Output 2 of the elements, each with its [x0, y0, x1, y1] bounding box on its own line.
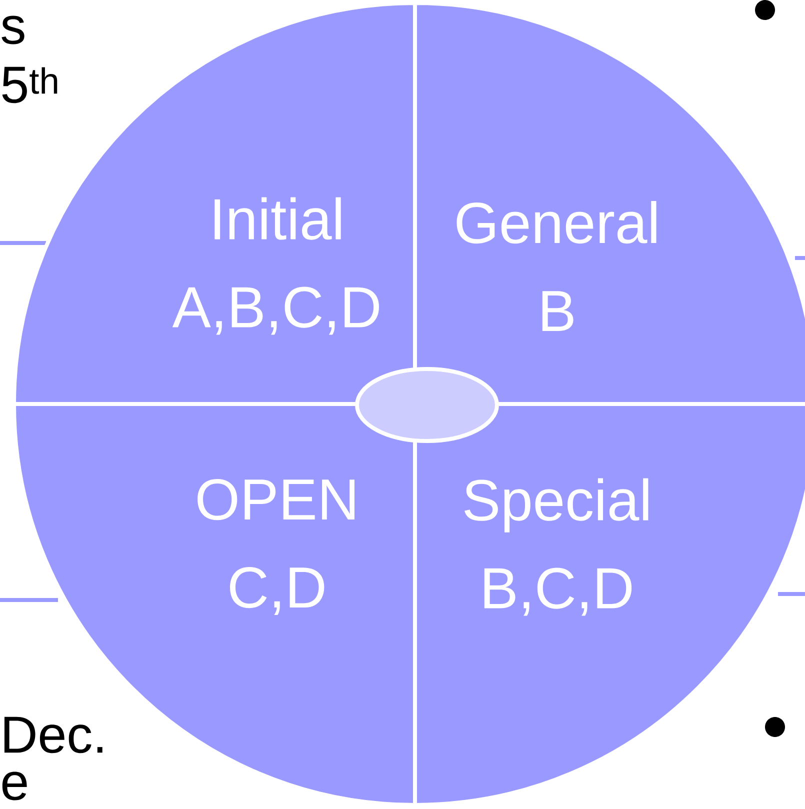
center-ellipse [355, 367, 499, 443]
quadrant-sector: Special B,C,D [413, 402, 805, 807]
